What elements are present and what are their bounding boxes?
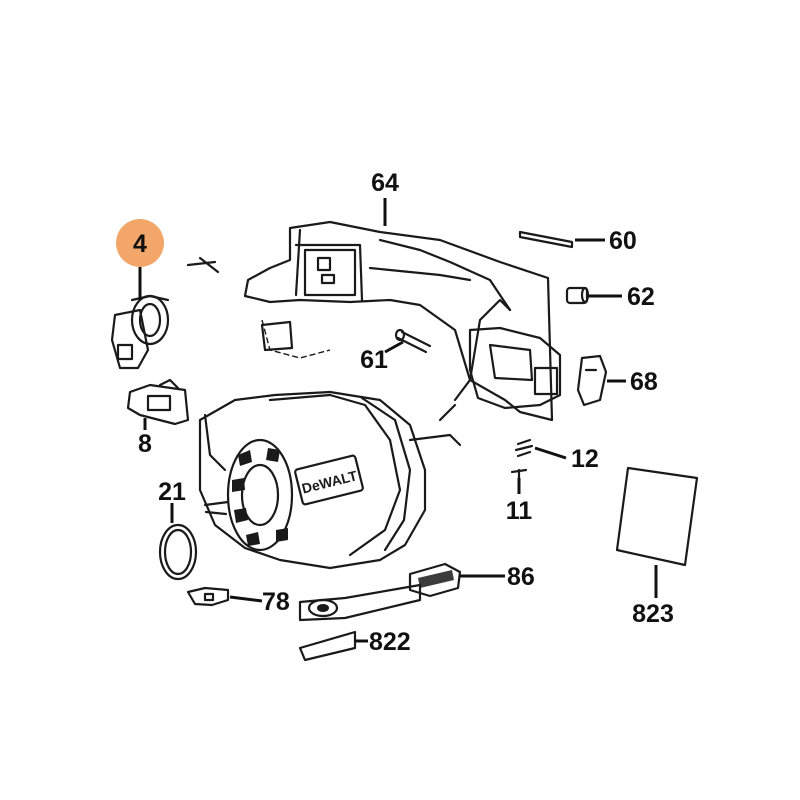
brand-badge xyxy=(294,454,364,506)
callout-64: 64 xyxy=(371,169,399,197)
label-plate-part-822 xyxy=(298,630,357,662)
callout-4: 4 xyxy=(133,230,147,258)
switch-assembly xyxy=(438,298,562,422)
callout-60: 60 xyxy=(609,227,637,255)
callout-12: 12 xyxy=(571,445,599,473)
o-ring-part-21 xyxy=(158,523,198,581)
leader-lines xyxy=(138,198,658,643)
callout-61: 61 xyxy=(360,346,388,374)
callout-8: 8 xyxy=(138,430,152,458)
callout-78: 78 xyxy=(262,588,290,616)
bushing-part-62 xyxy=(565,286,590,305)
rod-part-60 xyxy=(518,230,574,249)
screw-part-11 xyxy=(510,468,528,480)
motor-housing: DeWALT xyxy=(198,390,462,570)
callout-labels: 4 8 21 78 822 86 823 60 62 68 12 11 64 6… xyxy=(133,169,674,656)
pin-part-61 xyxy=(394,328,432,354)
highlight-circle xyxy=(116,219,164,267)
wrench-part-86 xyxy=(298,562,462,622)
callout-21: 21 xyxy=(158,478,186,506)
spring-part-12 xyxy=(514,438,534,458)
callout-11: 11 xyxy=(506,497,533,525)
callout-822: 822 xyxy=(369,628,411,656)
callout-86: 86 xyxy=(507,563,535,591)
callout-62: 62 xyxy=(627,283,655,311)
callout-68: 68 xyxy=(630,368,658,396)
brush-holder-part-4 xyxy=(110,294,170,370)
brush-part-8 xyxy=(126,378,190,426)
o-ring-part-21-inner xyxy=(163,528,193,576)
upper-housing-part-64 xyxy=(186,220,554,422)
callout-823: 823 xyxy=(632,600,674,628)
lever-part-68 xyxy=(576,354,608,407)
manual-part-823 xyxy=(615,466,699,567)
clip-part-78 xyxy=(186,586,230,607)
